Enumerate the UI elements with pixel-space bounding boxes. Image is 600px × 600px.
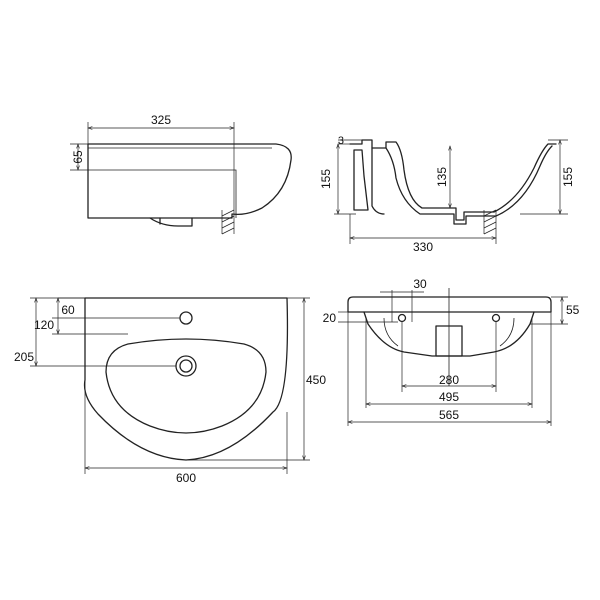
side-view-drain xyxy=(149,217,193,227)
dim-3-label: 3 xyxy=(338,135,344,147)
dim-20-label: 20 xyxy=(323,311,337,325)
dim-280-label: 280 xyxy=(439,373,459,387)
front-view-pedestal xyxy=(435,325,463,357)
side-view: 325 65 xyxy=(70,113,292,235)
side-view-wall-hatch xyxy=(221,209,235,235)
dim-565-label: 565 xyxy=(439,408,459,422)
section-outer-profile xyxy=(349,139,557,221)
section-view: 3 155 135 155 330 xyxy=(319,135,575,254)
section-inner-wall xyxy=(371,147,385,215)
dim-155-right-label: 155 xyxy=(561,167,575,187)
dim-60-label: 60 xyxy=(61,303,75,317)
dim-330-label: 330 xyxy=(413,240,433,254)
side-view-inner-line xyxy=(88,169,237,218)
section-back-leg xyxy=(353,149,369,211)
tap-hole xyxy=(179,311,193,325)
front-view-flange-left xyxy=(383,317,399,347)
dim-155-left-label: 155 xyxy=(319,169,333,189)
fixing-hole-left xyxy=(397,313,407,323)
side-view-outline xyxy=(87,143,292,219)
top-view-bowl xyxy=(105,338,267,434)
dim-495-label: 495 xyxy=(439,390,459,404)
section-wall-hatch xyxy=(483,209,497,235)
dim-120-label: 120 xyxy=(34,318,54,332)
top-view: 60 120 205 450 600 xyxy=(14,297,326,485)
dim-600-label: 600 xyxy=(176,471,196,485)
dim-205-label: 205 xyxy=(14,350,34,364)
drain-inner-ring xyxy=(179,359,193,373)
dim-135-label: 135 xyxy=(435,167,449,187)
dim-65-label: 65 xyxy=(71,150,85,164)
section-inner-profile xyxy=(385,145,553,225)
dim-30-label: 30 xyxy=(413,277,427,291)
fixing-hole-right xyxy=(491,313,501,323)
dim-450-label: 450 xyxy=(306,373,326,387)
top-view-outline xyxy=(83,297,289,461)
front-view: 30 20 55 280 495 565 xyxy=(323,277,580,426)
drain-outer-ring xyxy=(175,355,197,377)
dim-55-label: 55 xyxy=(566,303,580,317)
front-view-flange-right xyxy=(499,317,515,347)
dim-325-label: 325 xyxy=(151,113,171,127)
front-view-top-slab xyxy=(347,296,552,313)
